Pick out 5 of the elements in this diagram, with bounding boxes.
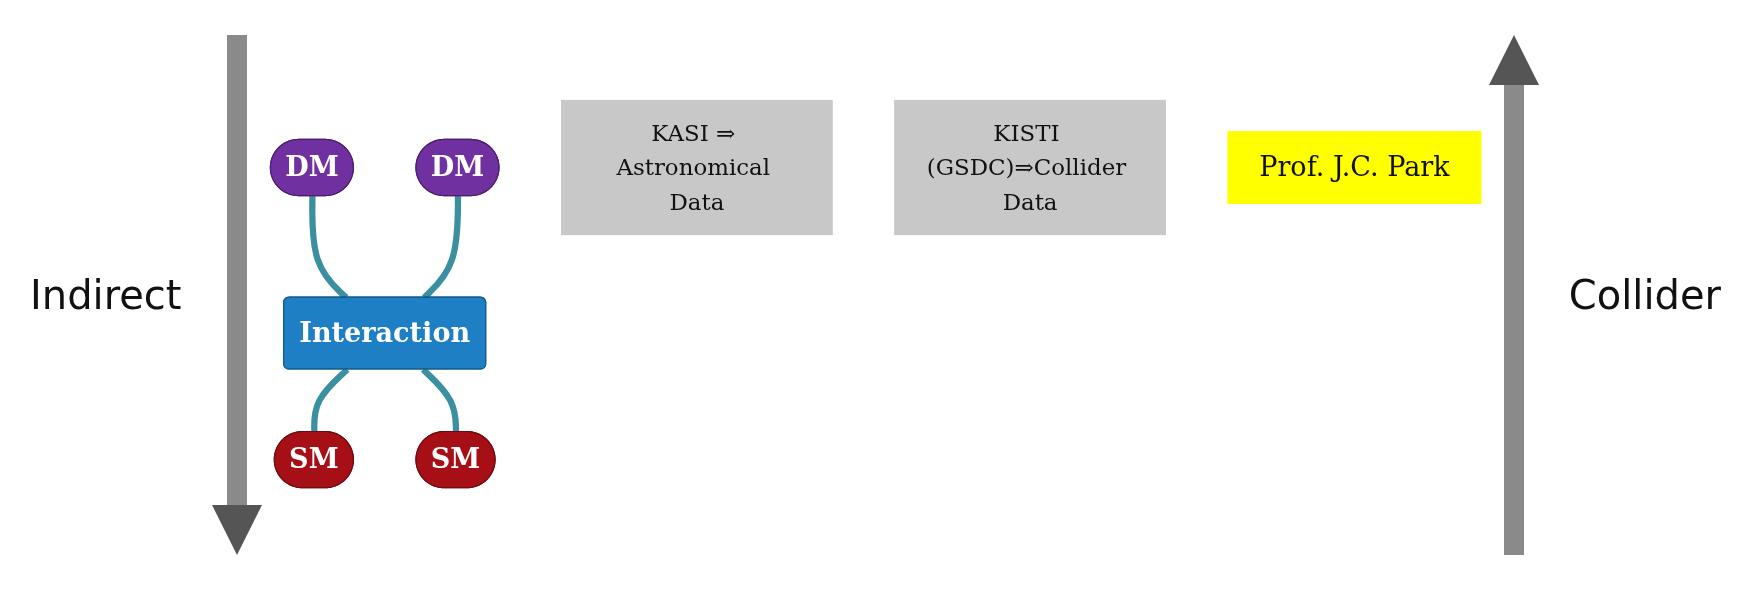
node-box: KASI ⇒ Astronomical Data [560,100,833,236]
side-label: Indirect [30,271,182,318]
node-box: KISTI (GSDC)⇒Collider Data [893,100,1166,236]
node-box: Prof. J.C. Park [1226,131,1481,205]
side-label: Collider [1568,271,1721,318]
